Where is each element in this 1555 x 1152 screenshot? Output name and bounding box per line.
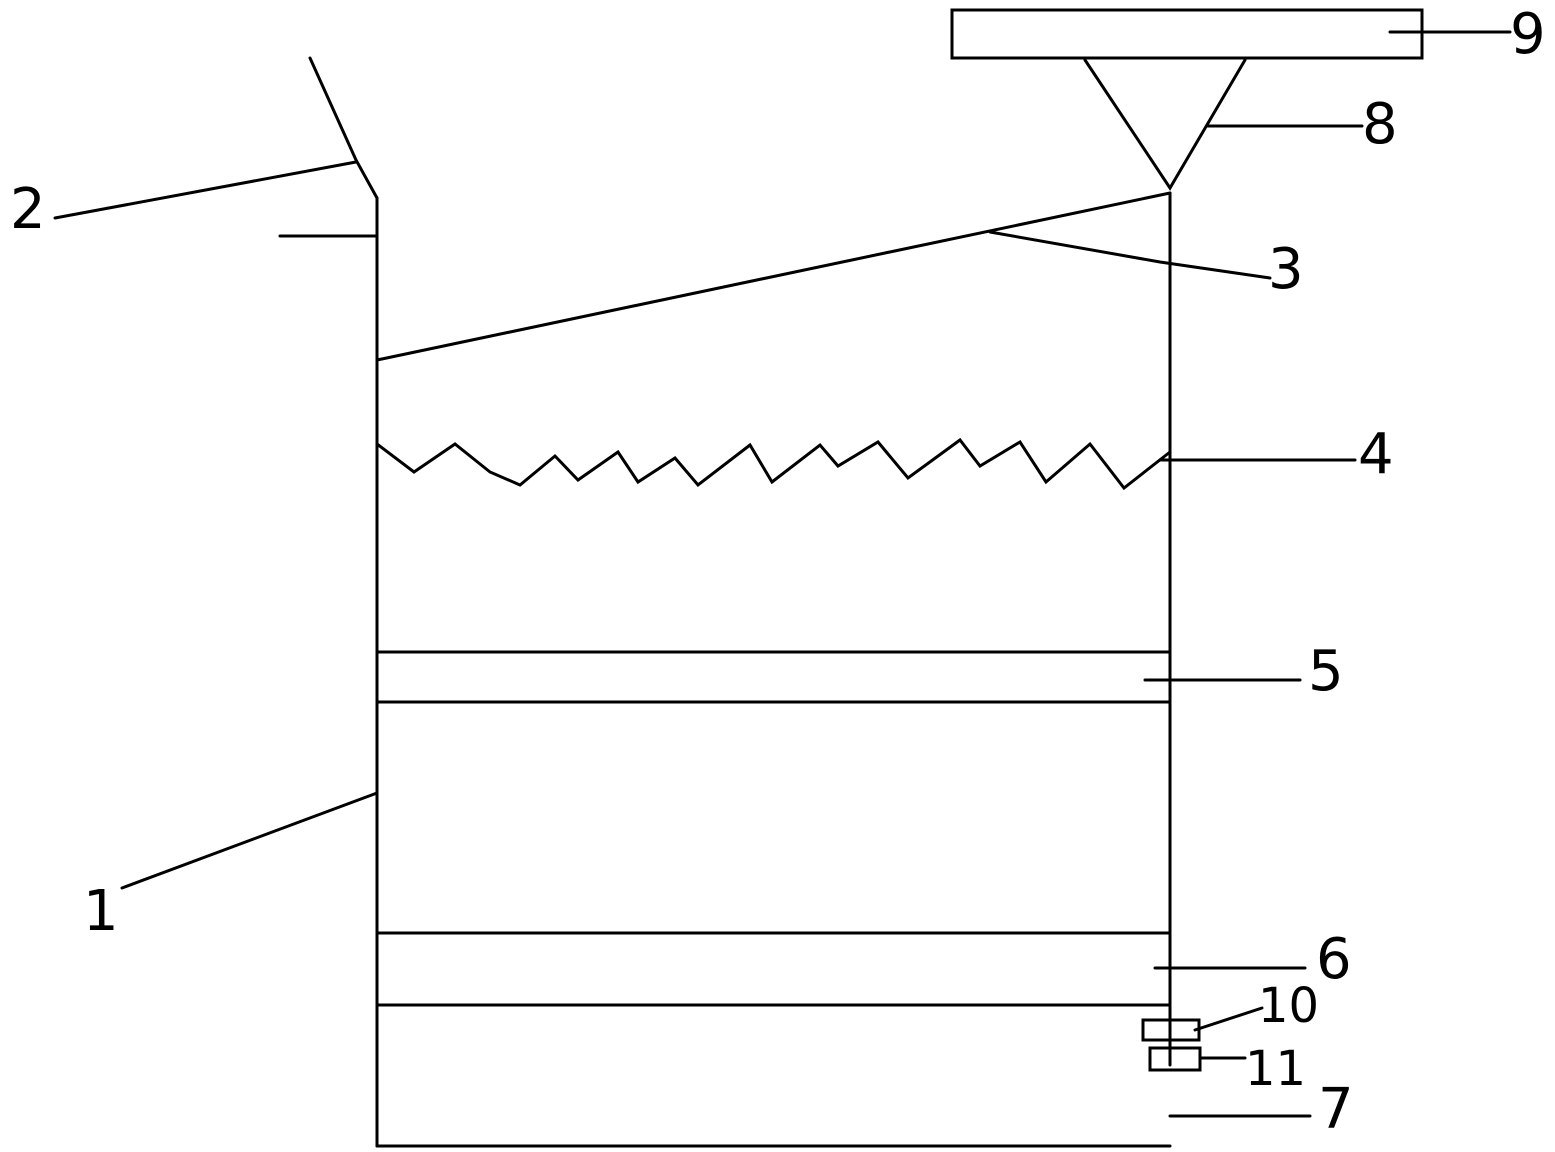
label-7: 7: [1318, 1077, 1354, 1142]
label-11: 11: [1245, 1041, 1306, 1097]
leader-10: [1193, 1006, 1264, 1032]
label-1: 1: [83, 879, 119, 944]
label-5: 5: [1308, 639, 1344, 704]
label-8: 8: [1362, 92, 1398, 157]
leader-3: [988, 230, 1272, 280]
inlet-chute: [308, 56, 379, 200]
valve-11: [1148, 1046, 1202, 1072]
leader-2: [53, 160, 358, 220]
label-6: 6: [1316, 927, 1352, 992]
label-2: 2: [10, 177, 46, 242]
label-4: 4: [1358, 422, 1394, 487]
label-3: 3: [1268, 237, 1304, 302]
sloped-partition: [375, 191, 1172, 362]
funnel: [1083, 58, 1247, 191]
zigzag-layer: [375, 437, 1172, 491]
label-10: 10: [1258, 978, 1319, 1034]
leader-1: [120, 791, 379, 890]
label-9: 9: [1510, 2, 1546, 67]
top-box: [950, 8, 1424, 60]
